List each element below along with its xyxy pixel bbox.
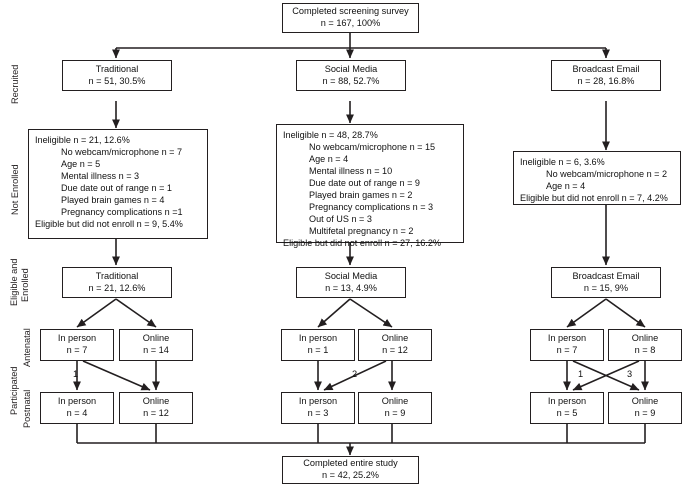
node-enrolled-broadcast-email[interactable]: Broadcast Email n = 15, 9% bbox=[551, 267, 661, 298]
detail-line: Ineligible n = 6, 3.6% bbox=[520, 157, 605, 167]
node-enrolled-traditional[interactable]: Traditional n = 21, 12.6% bbox=[62, 267, 172, 298]
crossover-label-broadcast-in-person-to-online: 3 bbox=[627, 369, 633, 379]
node-line-1: Social Media bbox=[324, 63, 378, 74]
detail-line: Multifetal pregnancy n = 2 bbox=[309, 226, 414, 236]
node-completed-entire-study[interactable]: Completed entire study n = 42, 25.2% bbox=[282, 456, 419, 484]
node-recruited-traditional[interactable]: Traditional n = 51, 30.5% bbox=[62, 60, 172, 91]
node-not-enrolled-traditional[interactable]: Ineligible n = 21, 12.6% No webcam/micro… bbox=[28, 129, 208, 239]
node-antenatal-broadcast-in-person[interactable]: In person n = 7 bbox=[530, 329, 604, 361]
crossover-label-social: 2 bbox=[352, 369, 358, 379]
node-line-2: n = 88, 52.7% bbox=[322, 75, 380, 86]
detail-line: No webcam/microphone n = 7 bbox=[61, 147, 183, 157]
detail-line: Pregnancy complications n =1 bbox=[61, 207, 183, 217]
node-postnatal-social-in-person[interactable]: In person n = 3 bbox=[281, 392, 355, 424]
node-line-1: In person bbox=[547, 333, 587, 344]
node-postnatal-broadcast-online[interactable]: Online n = 9 bbox=[608, 392, 682, 424]
node-line-1: In person bbox=[57, 333, 97, 344]
detail-line: Age n = 4 bbox=[309, 154, 349, 164]
node-line-2: n = 28, 16.8% bbox=[577, 75, 635, 86]
node-line-1: Online bbox=[631, 333, 659, 344]
detail-line: Ineligible n = 48, 28.7% bbox=[283, 130, 378, 140]
node-line-2: n = 7 bbox=[556, 345, 578, 355]
node-not-enrolled-social-media[interactable]: Ineligible n = 48, 28.7% No webcam/micro… bbox=[276, 124, 464, 248]
node-antenatal-traditional-in-person[interactable]: In person n = 7 bbox=[40, 329, 114, 361]
node-line-2: n = 42, 25.2% bbox=[322, 470, 379, 480]
detail-line: Played brain games n = 2 bbox=[309, 190, 413, 200]
detail-line: Eligible but did not enroll n = 9, 5.4% bbox=[35, 219, 183, 229]
stage-label-not-enrolled: Not Enrolled bbox=[10, 164, 20, 215]
crossover-label-traditional: 1 bbox=[73, 369, 79, 379]
node-line-1: In person bbox=[57, 396, 97, 407]
node-line-1: Completed entire study bbox=[303, 458, 398, 469]
detail-line: Due date out of range n = 1 bbox=[61, 183, 172, 193]
node-line-1: Traditional bbox=[95, 63, 139, 74]
node-recruited-social-media[interactable]: Social Media n = 88, 52.7% bbox=[296, 60, 406, 91]
node-line-1: Broadcast Email bbox=[572, 270, 640, 281]
detail-line: Played brain games n = 4 bbox=[61, 195, 165, 205]
node-postnatal-traditional-online[interactable]: Online n = 12 bbox=[119, 392, 193, 424]
detail-line: Ineligible n = 21, 12.6% bbox=[35, 135, 130, 145]
stage-label-participated: Participated bbox=[9, 366, 19, 415]
node-line-2: n = 12 bbox=[143, 408, 169, 418]
node-line-2: n = 167, 100% bbox=[320, 18, 381, 28]
node-line-2: n = 21, 12.6% bbox=[88, 282, 146, 293]
node-line-1: Online bbox=[381, 396, 409, 407]
node-postnatal-broadcast-in-person[interactable]: In person n = 5 bbox=[530, 392, 604, 424]
node-line-1: Online bbox=[631, 396, 659, 407]
detail-line: No webcam/microphone n = 15 bbox=[309, 142, 436, 152]
node-line-2: n = 8 bbox=[634, 345, 656, 355]
crossover-label-broadcast-online-to-in-person: 1 bbox=[578, 369, 584, 379]
detail-line: Due date out of range n = 9 bbox=[309, 178, 420, 188]
node-line-1: Online bbox=[142, 333, 170, 344]
node-antenatal-traditional-online[interactable]: Online n = 14 bbox=[119, 329, 193, 361]
stage-label-postnatal: Postnatal bbox=[22, 389, 32, 428]
detail-line: No webcam/microphone n = 2 bbox=[546, 169, 668, 179]
node-line-2: n = 14 bbox=[143, 345, 169, 355]
node-line-2: n = 9 bbox=[634, 408, 656, 418]
node-line-1: Online bbox=[142, 396, 170, 407]
node-line-1: Traditional bbox=[95, 270, 139, 281]
node-line-1: Completed screening survey bbox=[292, 6, 409, 17]
node-postnatal-social-online[interactable]: Online n = 9 bbox=[358, 392, 432, 424]
detail-line: Pregnancy complications n = 3 bbox=[309, 202, 434, 212]
node-line-2: n = 51, 30.5% bbox=[88, 75, 146, 86]
node-line-2: n = 5 bbox=[556, 408, 578, 418]
node-line-2: n = 4 bbox=[66, 408, 88, 418]
node-not-enrolled-broadcast-email[interactable]: Ineligible n = 6, 3.6% No webcam/microph… bbox=[513, 151, 681, 205]
stage-label-recruited: Recruited bbox=[10, 64, 20, 104]
node-line-2: n = 1 bbox=[307, 345, 329, 355]
detail-line: Age n = 4 bbox=[546, 181, 586, 191]
node-antenatal-broadcast-online[interactable]: Online n = 8 bbox=[608, 329, 682, 361]
detail-line: Mental illness n = 10 bbox=[309, 166, 393, 176]
node-line-2: n = 12 bbox=[382, 345, 408, 355]
node-enrolled-social-media[interactable]: Social Media n = 13, 4.9% bbox=[296, 267, 406, 298]
node-completed-screening-survey[interactable]: Completed screening survey n = 167, 100% bbox=[282, 3, 419, 33]
detail-line: Out of US n = 3 bbox=[309, 214, 372, 224]
stage-label-eligible-enrolled-line2: Enrolled bbox=[20, 268, 30, 302]
node-line-1: Online bbox=[381, 333, 409, 344]
detail-line: Age n = 5 bbox=[61, 159, 101, 169]
node-line-1: Broadcast Email bbox=[572, 63, 640, 74]
stage-label-eligible-enrolled-line1: Eligible and bbox=[9, 258, 19, 306]
node-line-1: In person bbox=[298, 396, 338, 407]
node-line-2: n = 3 bbox=[307, 408, 329, 418]
node-line-1: In person bbox=[298, 333, 338, 344]
node-line-1: In person bbox=[547, 396, 587, 407]
node-antenatal-social-online[interactable]: Online n = 12 bbox=[358, 329, 432, 361]
node-line-2: n = 13, 4.9% bbox=[325, 282, 377, 293]
node-line-2: n = 9 bbox=[384, 408, 406, 418]
detail-line: Mental illness n = 3 bbox=[61, 171, 140, 181]
detail-line: Eligible but did not enroll n = 27, 16.2… bbox=[283, 238, 441, 248]
node-recruited-broadcast-email[interactable]: Broadcast Email n = 28, 16.8% bbox=[551, 60, 661, 91]
node-postnatal-traditional-in-person[interactable]: In person n = 4 bbox=[40, 392, 114, 424]
node-line-1: Social Media bbox=[324, 270, 378, 281]
node-line-2: n = 15, 9% bbox=[583, 282, 629, 293]
node-line-2: n = 7 bbox=[66, 345, 88, 355]
node-antenatal-social-in-person[interactable]: In person n = 1 bbox=[281, 329, 355, 361]
stage-label-antenatal: Antenatal bbox=[22, 328, 32, 367]
detail-line: Eligible but did not enroll n = 7, 4.2% bbox=[520, 193, 668, 203]
